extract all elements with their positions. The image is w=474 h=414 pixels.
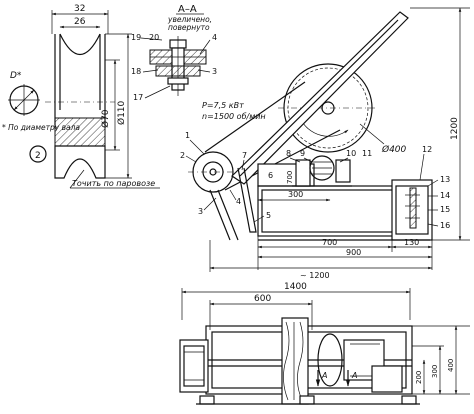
pulley-width-outer: 32 — [74, 4, 85, 14]
callout-15: 15 — [440, 205, 450, 214]
callout-14: 14 — [440, 191, 450, 200]
pulley-outer-dim: Ø110 — [116, 100, 127, 125]
callout-16: 16 — [440, 221, 450, 230]
callout-4: 4 — [236, 197, 241, 206]
motor-power: P=7,5 кВт — [202, 101, 244, 110]
dim-700: 700 — [322, 238, 337, 247]
callout-2: 2 — [180, 151, 185, 160]
callout-11: 11 — [362, 149, 372, 158]
plan-section-marker-a1: A — [321, 371, 327, 380]
section-callout-18: 18 — [131, 67, 141, 76]
height-dim-1200: 1200 — [450, 117, 460, 140]
callout-3: 3 — [198, 207, 203, 216]
callout-12: 12 — [422, 145, 432, 154]
section-aa-subtitle-2: повернуто — [168, 23, 210, 32]
section-callout-17: 17 — [133, 93, 143, 102]
plan-dim-600: 600 — [254, 294, 271, 304]
motor-speed: n=1500 об/мин — [202, 112, 266, 121]
plan-dim-200: 200 — [415, 371, 423, 384]
plan-dim-300: 300 — [431, 365, 439, 378]
pulley-turn-note: Точить по паровозе — [72, 179, 155, 188]
pulley-part-number: 2 — [35, 151, 41, 161]
pulley-bore-label: D* — [10, 71, 22, 81]
section-callout-19: 19 — [131, 33, 141, 42]
dim-130: 130 — [404, 238, 419, 247]
callout-8: 8 — [286, 149, 291, 158]
dim-1200: ~ 1200 — [300, 271, 330, 280]
plan-section-marker-a2: A — [351, 371, 357, 380]
plan-view: 1400 600 A A — [179, 282, 470, 405]
saw-diameter: Ø400 — [381, 144, 407, 155]
plan-dim-400: 400 — [447, 359, 455, 372]
pulley-detail: 32 26 Ø70 Ø110 D* * По диаметру вала 2 — [2, 4, 160, 189]
main-elevation: Ø400 P=7,5 кВт n=1500 об/мин 700 300 — [180, 7, 470, 280]
callout-1: 1 — [185, 131, 190, 140]
callout-13: 13 — [440, 175, 450, 184]
section-callout-4: 4 — [212, 33, 217, 42]
height-dim-small: 700 — [286, 171, 294, 184]
callout-5: 5 — [266, 211, 271, 220]
callout-6: 6 — [268, 171, 273, 180]
pulley-bore-dim: Ø70 — [100, 109, 111, 128]
callout-7: 7 — [242, 151, 247, 160]
section-aa: А–А увеличено, повернуто 19 20 4 18 3 17 — [131, 4, 217, 102]
dim-900: 900 — [346, 248, 361, 257]
section-aa-subtitle-1: увеличено, — [167, 15, 212, 24]
callout-10: 10 — [346, 149, 356, 158]
pulley-width-inner: 26 — [74, 17, 86, 27]
plan-dim-1400: 1400 — [284, 282, 307, 292]
pulley-bore-note: * По диаметру вала — [2, 123, 80, 132]
dim-300: 300 — [288, 190, 303, 199]
callout-9: 9 — [300, 149, 305, 158]
section-callout-3: 3 — [212, 67, 217, 76]
section-aa-title: А–А — [178, 4, 197, 15]
section-callout-20: 20 — [149, 33, 159, 42]
